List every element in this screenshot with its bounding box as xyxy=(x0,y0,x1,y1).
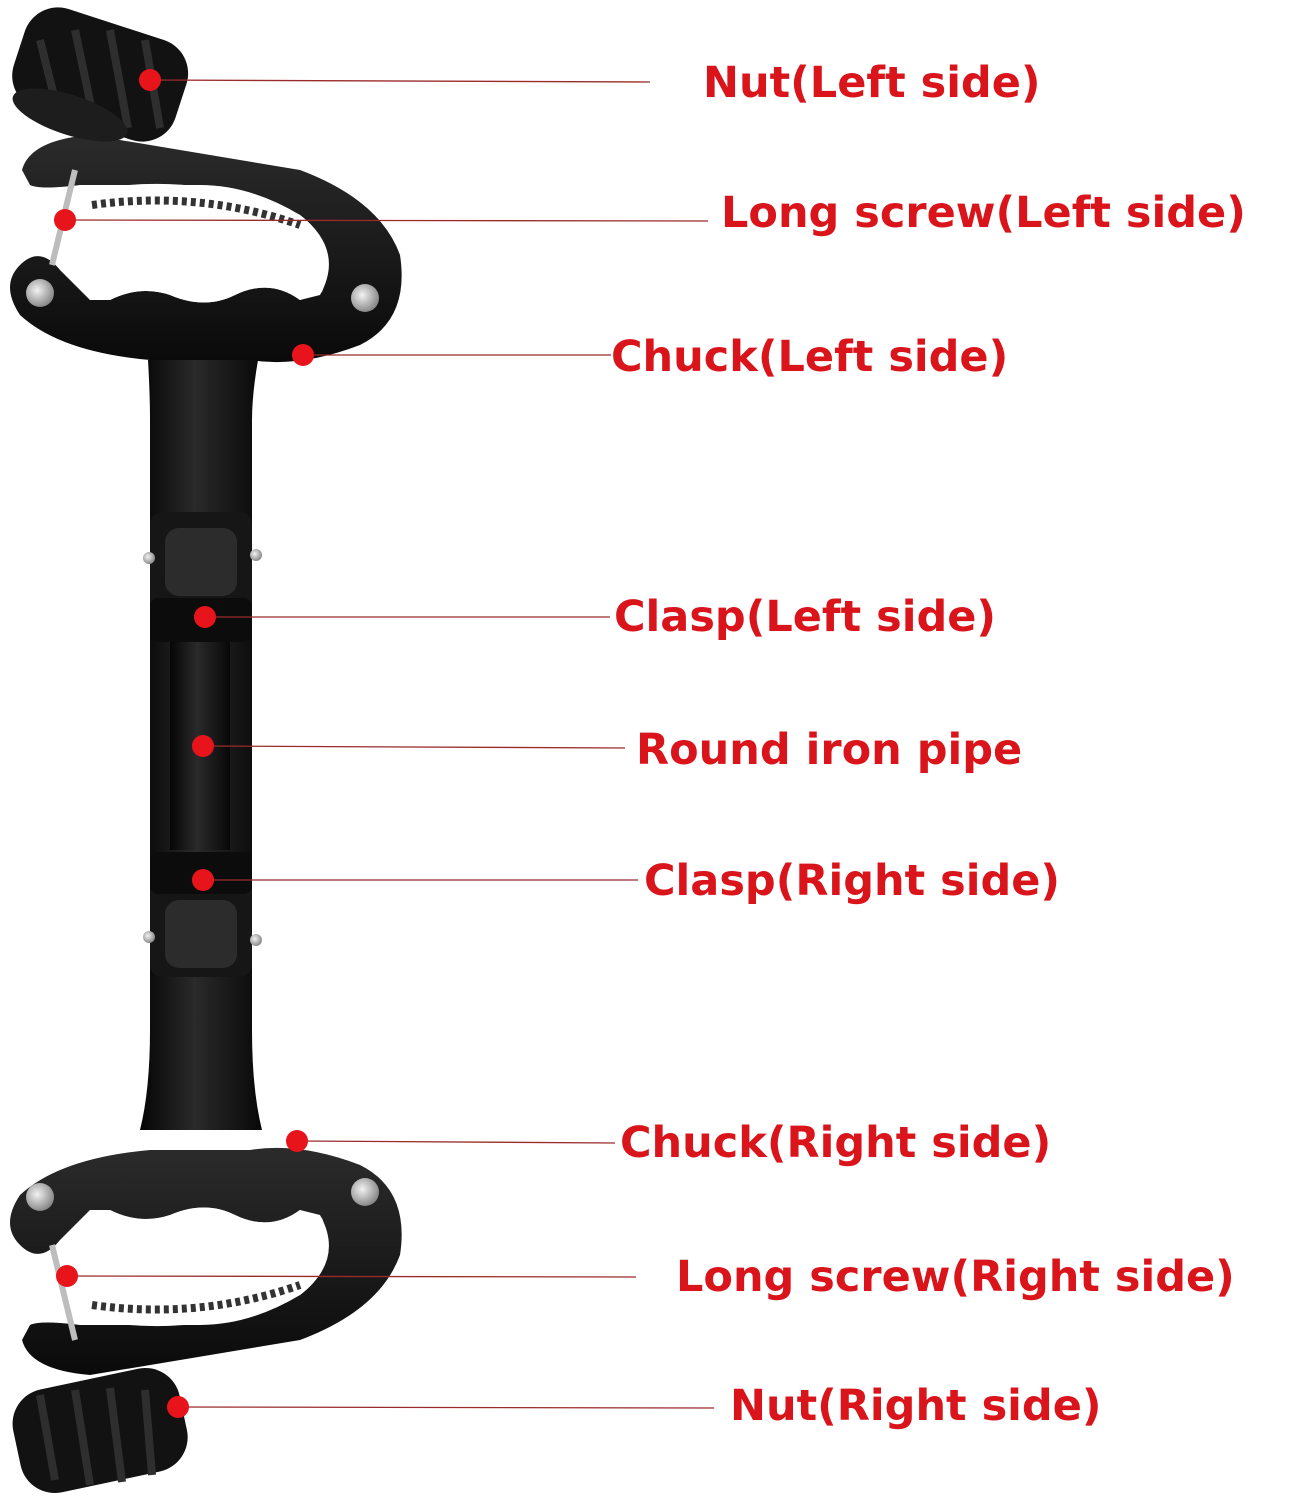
callout-clasp-right-label: Clasp(Right side) xyxy=(644,856,1061,906)
callout-leaders xyxy=(54,69,715,1418)
leader-line-nut-right xyxy=(177,1406,715,1409)
chuck-left-part xyxy=(10,135,402,363)
leader-line-chuck-right xyxy=(296,1140,616,1144)
marker-dot-clasp-left xyxy=(194,606,216,628)
callout-clasp-left-label: Clasp(Left side) xyxy=(614,592,997,642)
callout-chuck-right-label: Chuck(Right side) xyxy=(620,1118,1052,1168)
leader-line-long-screw-left xyxy=(64,219,709,222)
marker-dot-round-iron-pipe xyxy=(192,735,214,757)
marker-dot-chuck-left xyxy=(292,344,314,366)
leader-line-long-screw-right xyxy=(66,1275,637,1278)
marker-dot-nut-right xyxy=(167,1396,189,1418)
leader-line-nut-left xyxy=(149,79,651,83)
callout-long-screw-right-label: Long screw(Right side) xyxy=(676,1252,1235,1302)
marker-dot-clasp-right xyxy=(192,869,214,891)
marker-dot-long-screw-right xyxy=(56,1265,78,1287)
marker-dot-nut-left xyxy=(139,69,161,91)
marker-dot-chuck-right xyxy=(286,1130,308,1152)
callout-round-iron-pipe-label: Round iron pipe xyxy=(636,725,1023,775)
callout-nut-left-label: Nut(Left side) xyxy=(703,58,1041,108)
chuck-right-part xyxy=(10,1147,402,1375)
marker-dot-long-screw-left xyxy=(54,209,76,231)
callout-chuck-left-label: Chuck(Left side) xyxy=(611,332,1009,382)
leader-line-round-iron-pipe xyxy=(202,745,626,749)
nut-right-part xyxy=(12,1367,188,1494)
clasp-left-part xyxy=(143,512,262,642)
callout-long-screw-left-label: Long screw(Left side) xyxy=(721,188,1246,238)
nut-left-part xyxy=(12,7,189,142)
callout-nut-right-label: Nut(Right side) xyxy=(730,1381,1102,1431)
